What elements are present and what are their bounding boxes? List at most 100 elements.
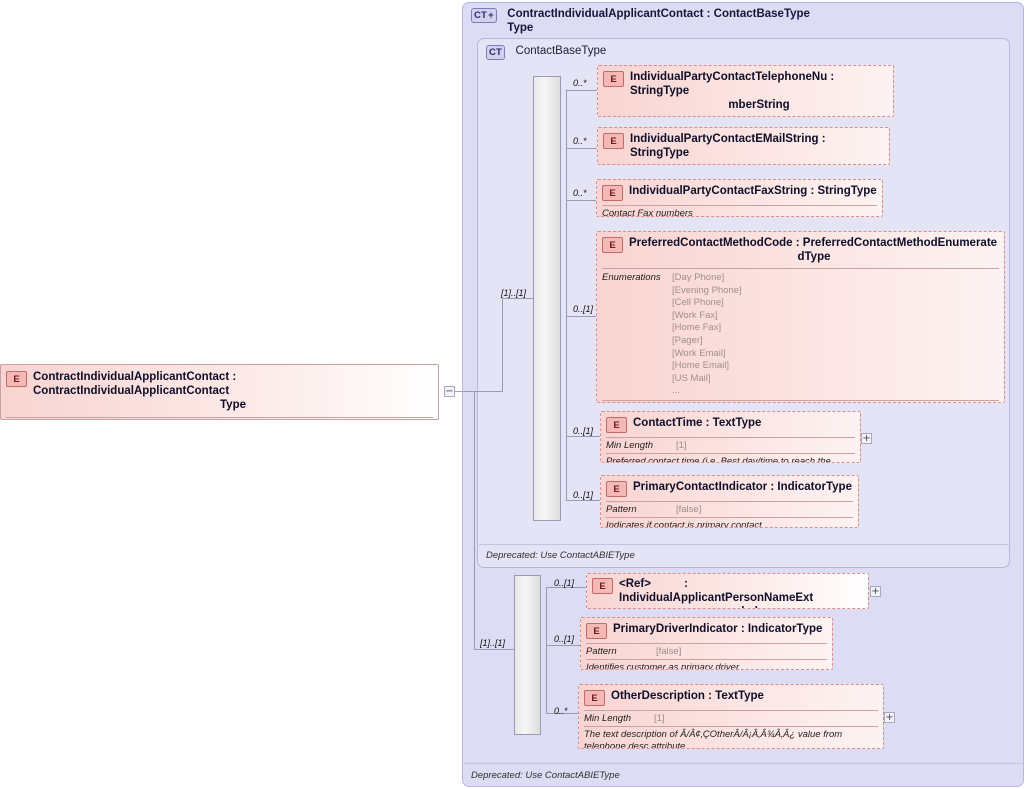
connector-stub-b1 — [546, 587, 586, 588]
ref-label: <Ref> — [619, 578, 651, 590]
element-box-individualpartycontactemailstring[interactable]: E IndividualPartyContactEMailString : St… — [597, 127, 890, 165]
plus-icon: + — [871, 585, 880, 597]
element-header: E IndividualPartyContactEMailString : St… — [598, 128, 889, 164]
element-title-line1: PreferredContactMethodCode : PreferredCo… — [629, 237, 998, 249]
ct-outer-footer: Deprecated: Use ContactABIEType — [471, 770, 620, 781]
enumeration-item: [Evening Phone] — [672, 284, 742, 296]
element-doc: Indicates if contact is primary contact — [606, 520, 762, 528]
element-cardinality: 0..[1] — [554, 578, 575, 588]
enumeration-item: [Day Phone] — [672, 272, 725, 283]
element-badge-icon: E — [606, 417, 627, 433]
element-doc: Preferred contact method — [597, 401, 1004, 402]
element-box-individualpartycontacttelephonenumberstring[interactable]: E IndividualPartyContactTelephoneNu : St… — [597, 65, 894, 117]
connector-stub-b3 — [546, 713, 578, 714]
element-title: <Ref> : IndividualApplicantPersonNameExt… — [619, 577, 863, 608]
element-facet: Pattern [false] — [601, 502, 858, 517]
complex-type-badge-icon: CT+ — [471, 8, 497, 23]
element-box-otherdescription[interactable]: E OtherDescription : TextType Min Length… — [578, 684, 884, 749]
connector-stub-5 — [566, 436, 600, 437]
ct-outer-footer-divider — [464, 763, 1023, 764]
facet-value: [false] — [656, 646, 682, 657]
divider — [602, 399, 999, 401]
divider — [602, 268, 999, 269]
connector-vertical-top — [502, 298, 503, 391]
connector-stub-6 — [566, 500, 600, 501]
element-badge-icon: E — [603, 133, 624, 149]
connector-stub-b2 — [546, 645, 586, 646]
element-title: ContactTime : TextType — [633, 417, 762, 429]
ct-inner-header: CT ContactBaseType — [486, 45, 606, 63]
root-element-title-line2: Type — [220, 399, 246, 411]
element-cardinality: 0..* — [573, 78, 587, 88]
facet-value: [1] — [654, 713, 665, 724]
element-title-line2: mberString — [728, 99, 790, 111]
divider — [606, 517, 853, 518]
divider — [606, 501, 853, 502]
root-element-box[interactable]: E ContractIndividualApplicantContact : C… — [0, 364, 439, 420]
expand-toggle-otherdescription[interactable]: + — [884, 712, 895, 723]
root-element-title-line1: ContractIndividualApplicantContact : Con… — [33, 371, 237, 397]
enumeration-item: [Work Fax] — [672, 309, 718, 321]
facet-name: Pattern — [606, 504, 637, 515]
element-doc: Contact Fax numbers — [602, 208, 693, 217]
element-cardinality: 0..[1] — [573, 426, 594, 436]
plus-icon: + — [885, 711, 894, 723]
element-badge-icon: E — [602, 185, 623, 201]
element-title: IndividualPartyContactTelephoneNu : Stri… — [630, 70, 888, 112]
enumeration-item: [Work Email] — [672, 347, 726, 359]
divider — [6, 417, 433, 418]
sequence-bottom-cardinality: [1]..[1] — [480, 638, 506, 648]
element-title: PrimaryDriverIndicator : IndicatorType — [613, 623, 823, 635]
element-title-line2: ended — [619, 605, 863, 608]
element-box-contacttime[interactable]: E ContactTime : TextType Min Length [1] … — [600, 411, 861, 463]
element-badge-icon: E — [602, 237, 623, 253]
ct-badge-text: CT — [474, 10, 488, 21]
divider — [586, 643, 827, 644]
element-box-primarydriverindicator[interactable]: E PrimaryDriverIndicator : IndicatorType… — [580, 617, 833, 670]
element-cardinality: 0..[1] — [573, 304, 594, 314]
expand-toggle-ref[interactable]: + — [870, 586, 881, 597]
facet-value: [false] — [676, 504, 702, 515]
sequence-bar-top — [533, 76, 561, 521]
element-cardinality: 0..[1] — [554, 634, 575, 644]
element-cardinality: 0..* — [573, 136, 587, 146]
complex-type-badge-icon: CT — [486, 45, 506, 60]
ct-inner-title: ContactBaseType — [515, 45, 607, 57]
element-title: PrimaryContactIndicator : IndicatorType — [633, 481, 852, 493]
element-title: OtherDescription : TextType — [611, 690, 764, 702]
element-box-individualpartycontactfaxstring[interactable]: E IndividualPartyContactFaxString : Stri… — [596, 179, 883, 217]
element-facet: Min Length [1] — [579, 711, 883, 726]
element-facet: Pattern [false] — [581, 644, 832, 659]
ct-inner-footer: Deprecated: Use ContactABIEType — [486, 550, 635, 561]
facet-value: [1] — [676, 440, 687, 451]
element-title-line2: dType — [797, 251, 831, 263]
facet-name: Pattern — [586, 646, 617, 657]
connector-root-to-container — [455, 391, 463, 392]
element-header: E PreferredContactMethodCode : Preferred… — [597, 232, 1004, 268]
divider — [606, 453, 855, 454]
element-facet: Min Length [1] — [601, 438, 860, 453]
element-box-primarycontactindicator[interactable]: E PrimaryContactIndicator : IndicatorTyp… — [600, 475, 859, 528]
element-box-preferredcontactmethodcode[interactable]: E PreferredContactMethodCode : Preferred… — [596, 231, 1005, 403]
divider — [603, 116, 888, 117]
expand-plus-icon[interactable]: + — [488, 10, 494, 21]
element-title: IndividualPartyContactFaxString : String… — [629, 185, 877, 197]
expand-toggle-contacttime[interactable]: + — [861, 433, 872, 444]
element-title: IndividualPartyContactEMailString : Stri… — [630, 133, 826, 159]
ct-outer-title: ContractIndividualApplicantContact : Con… — [507, 8, 810, 35]
sequence-bar-bottom — [514, 575, 541, 735]
element-doc: Identifies customer as primary driver. — [586, 662, 742, 670]
root-collapse-toggle[interactable]: − — [444, 386, 455, 397]
connector-vertical-bottom — [474, 391, 475, 649]
element-title-line1: : IndividualApplicantPersonNameExt — [619, 578, 814, 604]
divider — [584, 726, 878, 727]
element-cardinality: 0..* — [573, 188, 587, 198]
ct-outer-header: CT+ ContractIndividualApplicantContact :… — [471, 8, 1011, 35]
enumeration-item: ... — [672, 385, 680, 397]
root-element-doc: Deprecated — [1, 418, 438, 419]
element-doc: The text description of Â/Â¢‚ÇOtherÂ/Â¡Â… — [584, 729, 843, 749]
element-title: PreferredContactMethodCode : PreferredCo… — [629, 236, 999, 264]
element-box-ref-individualapplicantpersonnameextended[interactable]: E <Ref> : IndividualApplicantPersonNameE… — [586, 573, 869, 609]
enumerations-label: Enumerations — [602, 272, 661, 283]
connector-container-to-sequence-top — [463, 391, 503, 392]
